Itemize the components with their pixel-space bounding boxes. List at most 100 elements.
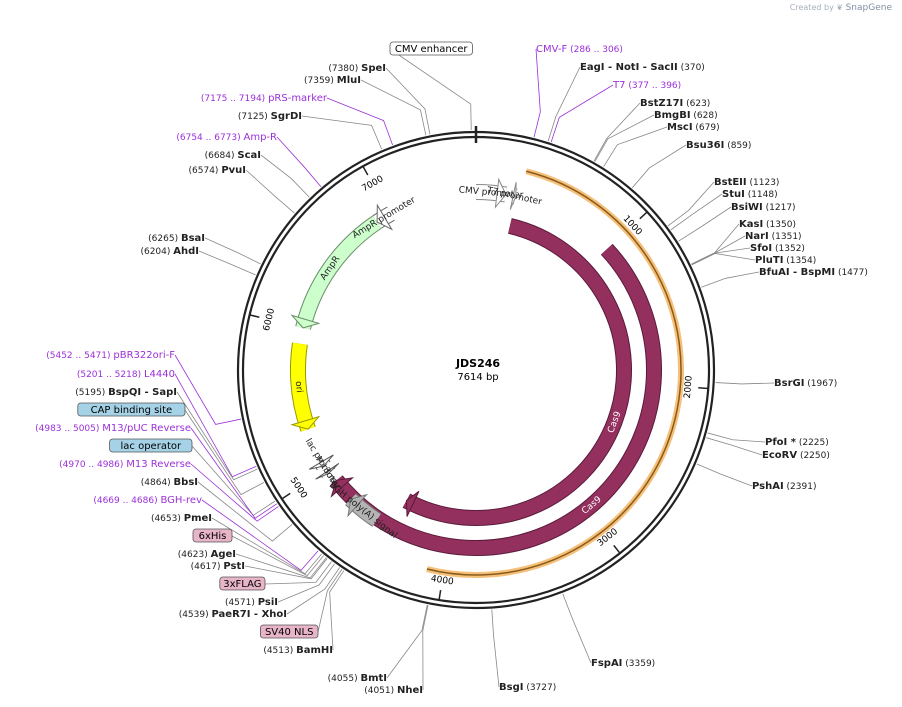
site-position: (1352) [772,244,805,254]
leader-line [245,169,295,214]
feature-box-bg [192,528,233,543]
primer-l4440[interactable]: (5201 .. 5218) L4440 [77,369,175,380]
site-position: (4539) [179,610,212,620]
leader-line [329,570,345,651]
leader-line [491,609,500,688]
feature-lac-promoter[interactable]: lac promoter [303,437,342,492]
site-spei[interactable]: (7380) SpeI [328,63,386,74]
site-bsrgi[interactable]: BsrGI (1967) [774,378,837,389]
site-scai[interactable]: (6684) ScaI [205,150,261,161]
site-pvui[interactable]: (6574) PvuI [189,165,246,176]
site-label-text: (4513) BamHI [263,645,333,656]
site-name: PaeR7I - XhoI [211,609,287,620]
site-name: PmeI [184,513,212,524]
feature-box-lac-operator[interactable]: lac operator [109,438,193,453]
site-bsu36i[interactable]: Bsu36I (859) [686,140,751,151]
site-label-text: NarI (1351) [745,231,802,242]
site-bsiwi[interactable]: BsiWI (1217) [731,202,796,213]
primer-t7[interactable]: T7 (377 .. 396) [612,80,681,91]
site-eagi[interactable]: EagI - NotI - SacII (370) [580,62,705,73]
feature-bgh-poly-a-signal[interactable]: bGH poly(A) signal [327,480,399,540]
feature-box-cmv-enhancer[interactable]: CMV enhancer [389,41,473,56]
site-bsai[interactable]: (6265) BsaI [148,233,205,244]
site-bspqi[interactable]: (5195) BspQI - SapI [75,387,177,398]
site-label-text: BstEII (1123) [714,177,779,188]
site-bmgbi[interactable]: BmgBI (628) [654,110,718,121]
site-name: L4440 [144,369,175,380]
site-mlui[interactable]: (7359) MluI [304,75,361,86]
site-ecorv[interactable]: EcoRV (2250) [762,450,830,461]
site-pshai[interactable]: PshAI (2391) [752,481,816,492]
backbone-outer-circle [236,130,716,610]
primer-amp-r[interactable]: (6754 .. 6773) Amp-R [176,132,277,143]
site-paer7i[interactable]: (4539) PaeR7I - XhoI [179,609,287,620]
site-pluti[interactable]: PluTI (1354) [755,255,816,266]
primer-cmv-f[interactable]: CMV-F (286 .. 306) [536,44,623,55]
ruler-label: 7000 [360,174,385,194]
feature-box-6xhis[interactable]: 6xHis [192,528,233,543]
site-label-text: BmgBI (628) [654,110,718,121]
site-bbsi[interactable]: (4864) BbsI [141,477,198,488]
site-bsgi[interactable]: BsgI (3727) [499,682,556,693]
leader-line [706,437,763,456]
site-name: SgrDI [271,111,302,122]
site-sfoi[interactable]: SfoI (1352) [750,243,805,254]
feature-box-bg [77,402,186,417]
site-name: AhdI [173,246,199,257]
feature-box-sv40-nls[interactable]: SV40 NLS [259,624,319,639]
site-position: (4653) [151,514,184,524]
leader-line [231,535,325,577]
site-bfuai[interactable]: BfuAI - BspMI (1477) [759,267,868,278]
primer-m13-reverse[interactable]: (4970 .. 4986) M13 Reverse [59,459,191,470]
feature-ampr-promoter[interactable]: AmpR promoter [351,195,418,241]
site-label-text: FspAI (3359) [591,658,655,669]
site-nhei[interactable]: (4051) NheI [364,685,423,696]
site-label-text: (4617) PstI [191,561,245,572]
site-pmei[interactable]: (4653) PmeI [151,513,212,524]
site-position: (6204) [140,247,173,257]
feature-ori[interactable]: ori [290,342,321,432]
feature-t7-promoter[interactable]: T7 promoter [485,182,543,210]
feature-cas9[interactable]: Cas9 [402,218,632,526]
site-agei[interactable]: (4623) AgeI [178,549,236,560]
site-sgrdi[interactable]: (7125) SgrDI [238,111,302,122]
site-name: BstZ17I [640,98,683,109]
site-psti[interactable]: (4617) PstI [191,561,245,572]
feature-box-3xflag[interactable]: 3xFLAG [219,576,266,591]
site-bsteii[interactable]: BstEII (1123) [714,177,779,188]
site-pfoi-[interactable]: PfoI * (2225) [765,437,829,448]
feature-ampr[interactable]: AmpR [290,215,382,330]
site-label-text: (4055) BmtI [328,673,387,684]
site-msci[interactable]: MscI (679) [667,122,720,133]
site-position: (4623) [178,550,211,560]
site-label-text: CMV-F (286 .. 306) [536,44,623,55]
site-psii[interactable]: (4571) PsiI [225,597,278,608]
leader-line [276,136,322,188]
primer-bgh-rev[interactable]: (4669 .. 4686) BGH-rev [93,495,202,506]
primer-m13-puc-reverse[interactable]: (4983 .. 5005) M13/pUC Reverse [35,423,191,434]
site-label-text: PluTI (1354) [755,255,816,266]
site-position: (6754 .. 6773) [176,133,243,143]
site-label-text: (6574) PvuI [189,165,246,176]
site-bmti[interactable]: (4055) BmtI [328,673,387,684]
leader-line [691,247,751,265]
site-fspai[interactable]: FspAI (3359) [591,658,655,669]
site-name: BfuAI - BspMI [759,267,835,278]
site-position: (1350) [763,220,796,230]
site-ahdi[interactable]: (6204) AhdI [140,246,199,257]
primer-pbr322ori-f[interactable]: (5452 .. 5471) pBR322ori-F [46,350,175,361]
site-bstz17i[interactable]: BstZ17I (623) [640,98,710,109]
site-name: EagI - NotI - SacII [580,62,678,73]
site-bamhi[interactable]: (4513) BamHI [263,645,333,656]
site-label-text: (7380) SpeI [328,63,386,74]
site-stui[interactable]: StuI (1148) [722,189,778,200]
primer-prs-marker[interactable]: (7175 .. 7194) pRS-marker [201,93,328,104]
site-position: (2225) [796,438,829,448]
feature-box-cap-binding-site[interactable]: CAP binding site [77,402,186,417]
site-kasi[interactable]: KasI (1350) [739,219,796,230]
site-name: StuI [722,189,745,200]
feature-cas9[interactable]: Cas9 [330,243,662,556]
site-name: ScaI [237,150,261,161]
site-nari[interactable]: NarI (1351) [745,231,802,242]
ruler-tick [698,386,709,390]
